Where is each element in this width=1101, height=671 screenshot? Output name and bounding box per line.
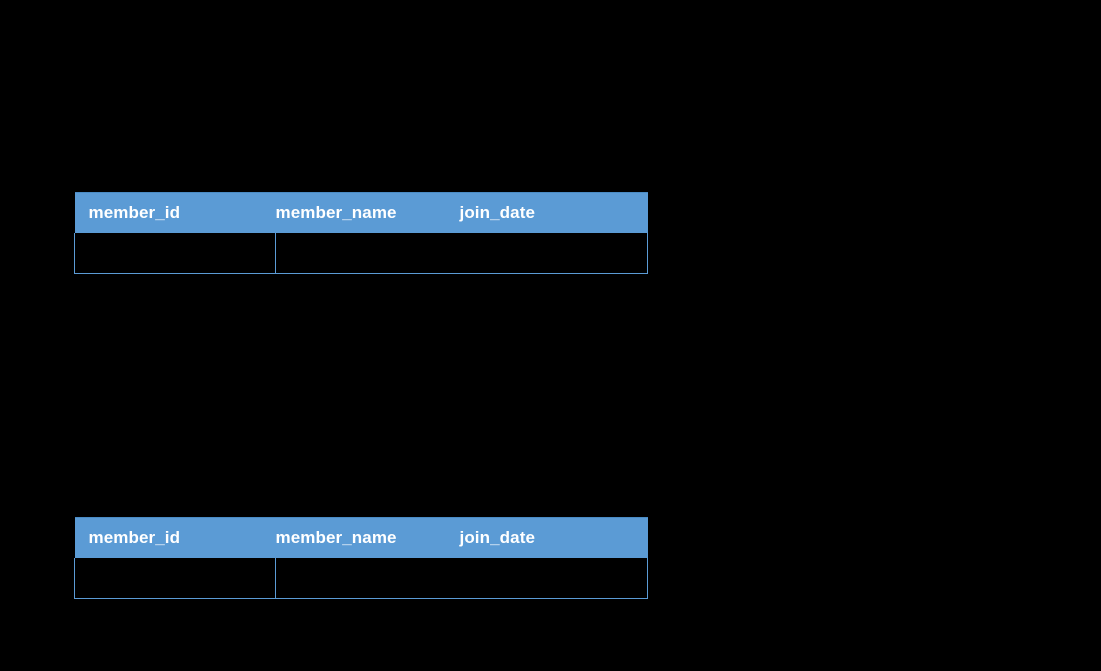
- table-body: [74, 233, 648, 274]
- cell-member-id: [74, 233, 276, 274]
- column-header-join-date[interactable]: join_date: [459, 517, 648, 558]
- cell-member-id: [74, 558, 276, 599]
- table-row: [74, 558, 648, 599]
- table-header-row: member_id member_name join_date: [74, 517, 648, 558]
- table-header: member_id member_name join_date: [74, 192, 648, 233]
- table-row: [74, 233, 648, 274]
- cell-join-date: [459, 233, 648, 274]
- table-body: [74, 558, 648, 599]
- column-header-member-id[interactable]: member_id: [74, 517, 276, 558]
- column-header-member-id[interactable]: member_id: [74, 192, 276, 233]
- column-header-join-date[interactable]: join_date: [459, 192, 648, 233]
- member-result-table-top: member_id member_name join_date: [74, 192, 648, 274]
- column-header-member-name[interactable]: member_name: [275, 517, 460, 558]
- table-header: member_id member_name join_date: [74, 517, 648, 558]
- table-header-row: member_id member_name join_date: [74, 192, 648, 233]
- member-result-table-bottom: member_id member_name join_date: [74, 517, 648, 599]
- cell-join-date: [459, 558, 648, 599]
- column-header-member-name[interactable]: member_name: [275, 192, 460, 233]
- cell-member-name: [275, 233, 460, 274]
- cell-member-name: [275, 558, 460, 599]
